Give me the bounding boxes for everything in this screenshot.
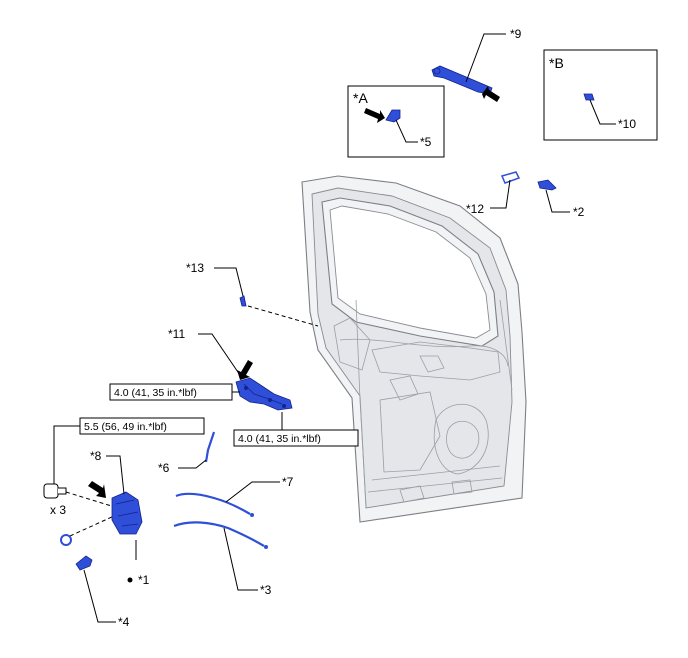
clip-part: *13 <box>186 261 319 327</box>
part-label-13: *13 <box>186 261 204 275</box>
torque-callout-2: 4.0 (41, 35 in.*lbf) <box>233 412 359 447</box>
torque-callout-3: 5.5 (56, 49 in.*lbf) <box>53 417 205 484</box>
torque-spec-3: 5.5 (56, 49 in.*lbf) <box>84 421 167 433</box>
door-lock-assembly-part: *11 <box>168 327 293 411</box>
install-arrow-icon <box>482 86 500 102</box>
install-line <box>65 491 119 509</box>
detail-label-b: *B <box>549 55 564 71</box>
rear-door-panel <box>301 175 527 523</box>
part-label-7: *7 <box>282 475 294 489</box>
part-label-6: *6 <box>158 461 170 475</box>
part-label-1: *1 <box>138 573 150 587</box>
lock-actuator-part: *8 <box>69 449 143 537</box>
cable-assembly-part-7: *7 <box>175 475 294 517</box>
torque-spec-1: 4.0 (41, 35 in.*lbf) <box>114 387 197 399</box>
torque-spec-2: 4.0 (41, 35 in.*lbf) <box>238 433 321 445</box>
part-label-10: *10 <box>618 117 636 131</box>
handle-cap-part: *5 <box>364 108 432 149</box>
part-label-9: *9 <box>510 27 522 41</box>
detail-label-a: *A <box>353 90 368 106</box>
install-line <box>69 515 115 537</box>
bolt-part: x 3 <box>43 483 119 517</box>
detail-box-b: *B <box>543 49 658 141</box>
bolt-quantity: x 3 <box>50 503 66 517</box>
part-label-2: *2 <box>573 205 585 219</box>
cable-assembly-part-3: *3 <box>173 521 272 597</box>
outside-door-handle-part: *9 <box>431 27 522 102</box>
o-ring-part <box>60 534 72 546</box>
handle-gasket-part: *12 <box>466 171 521 216</box>
torque-callout-1: 4.0 (41, 35 in.*lbf) <box>109 383 240 401</box>
install-arrow-icon <box>237 360 253 380</box>
handle-cover-part: *10 <box>583 93 636 131</box>
install-line <box>247 305 319 327</box>
install-arrow-icon <box>364 108 385 123</box>
part-label-11: *11 <box>168 327 185 341</box>
part-label-8: *8 <box>90 449 102 463</box>
lock-rod-part: *6 <box>158 431 216 475</box>
detail-box-a: *A <box>347 85 445 158</box>
pin-part: *1 <box>127 540 150 587</box>
lever-part: *4 <box>75 555 130 629</box>
handle-pad-part: *2 <box>537 179 585 219</box>
install-arrow-icon <box>88 481 106 498</box>
part-label-5: *5 <box>420 135 432 149</box>
part-label-12: *12 <box>466 202 484 216</box>
part-label-3: *3 <box>260 583 272 597</box>
part-label-4: *4 <box>118 615 130 629</box>
